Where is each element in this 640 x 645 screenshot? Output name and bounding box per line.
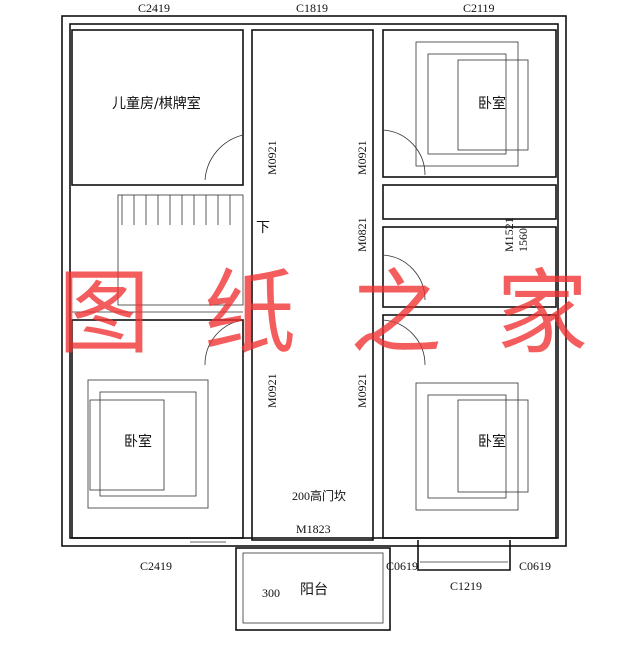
door-label: 1560 xyxy=(516,228,530,252)
kids-room xyxy=(71,29,244,186)
window-label: C2119 xyxy=(463,1,495,15)
door-label: M0921 xyxy=(265,373,279,408)
room-label: 阳台 xyxy=(300,582,328,598)
room-label: 卧室 xyxy=(124,433,152,450)
window-label: C0619 xyxy=(386,559,418,573)
door-label: M0921 xyxy=(355,140,369,175)
balcony xyxy=(235,547,391,631)
door-label: M0821 xyxy=(355,217,369,252)
window-label: C1819 xyxy=(296,1,328,15)
closet xyxy=(382,184,557,220)
room-label: 儿童房/棋牌室 xyxy=(112,95,201,112)
stair-direction: 下 xyxy=(256,220,270,236)
bedroom-bottom-left xyxy=(71,319,244,539)
stairs xyxy=(72,194,244,313)
bedroom-bottom-right xyxy=(382,314,557,539)
beds xyxy=(87,41,529,511)
dimension-label: 300 xyxy=(262,586,280,600)
window-label: C2419 xyxy=(140,559,172,573)
bay-window xyxy=(417,540,511,571)
watermark: 图纸之家 xyxy=(58,260,588,367)
door-label: M0921 xyxy=(355,373,369,408)
threshold-note: 200高门坎 xyxy=(292,488,346,503)
door-label: M0921 xyxy=(265,140,279,175)
room-label: 卧室 xyxy=(478,95,506,112)
bedroom-top-right xyxy=(382,29,557,178)
window-label: C1219 xyxy=(450,579,482,593)
window-label: C2419 xyxy=(138,1,170,15)
corridor xyxy=(251,29,374,541)
walls xyxy=(61,15,567,631)
bathroom xyxy=(382,226,557,308)
room-label: 卧室 xyxy=(478,433,506,450)
window-label: C0619 xyxy=(519,559,551,573)
door-label: M1823 xyxy=(296,522,331,536)
door-swings xyxy=(204,129,426,366)
door-label: M1521 xyxy=(502,217,516,252)
